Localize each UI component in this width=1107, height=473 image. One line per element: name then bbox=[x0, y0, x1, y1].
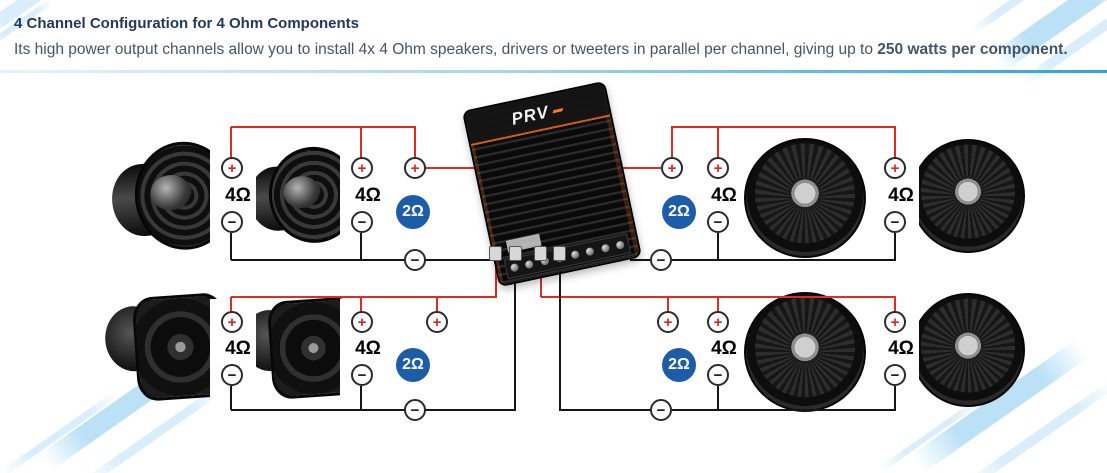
negative-wire-segment bbox=[230, 386, 232, 410]
positive-terminal: + bbox=[707, 157, 729, 179]
channel-impedance-badge: 2Ω bbox=[396, 195, 430, 229]
channel-impedance-badge: 2Ω bbox=[396, 348, 430, 382]
negative-wire-segment bbox=[630, 259, 896, 261]
positive-terminal: + bbox=[351, 157, 373, 179]
negative-terminal: − bbox=[884, 364, 906, 386]
positive-terminal: + bbox=[884, 157, 906, 179]
amplifier-brand-text: PRV bbox=[509, 102, 551, 129]
positive-wire-segment bbox=[231, 296, 497, 298]
positive-wire-segment bbox=[360, 297, 362, 312]
speaker-impedance-label: 4Ω bbox=[888, 338, 914, 359]
negative-terminal: − bbox=[221, 211, 243, 233]
positive-terminal: + bbox=[221, 157, 243, 179]
negative-wire-segment bbox=[360, 233, 362, 260]
negative-terminal: − bbox=[650, 249, 672, 271]
negative-terminal: − bbox=[707, 364, 729, 386]
negative-wire-segment bbox=[231, 259, 500, 261]
speaker-wire-plug bbox=[553, 246, 566, 261]
woofer bbox=[744, 292, 866, 412]
negative-wire-segment bbox=[717, 233, 719, 260]
page-subtitle: Its high power output channels allow you… bbox=[14, 41, 1068, 59]
decor-stripe bbox=[968, 0, 1072, 36]
screw-terminal-icon bbox=[570, 250, 580, 260]
negative-wire-segment bbox=[360, 386, 362, 410]
positive-terminal: + bbox=[351, 311, 373, 333]
negative-terminal: − bbox=[221, 364, 243, 386]
header-divider bbox=[0, 70, 1107, 73]
positive-terminal: + bbox=[404, 157, 426, 179]
speaker-wire-plug bbox=[489, 246, 502, 261]
speaker-impedance-label: 4Ω bbox=[888, 185, 914, 206]
negative-terminal: − bbox=[351, 211, 373, 233]
subtitle-bold-text: 250 watts per component. bbox=[877, 41, 1068, 58]
speaker-impedance-label: 4Ω bbox=[355, 185, 381, 206]
positive-wire-segment bbox=[894, 297, 896, 312]
amplifier-brand-logo: PRV bbox=[466, 90, 609, 139]
screw-terminal-icon bbox=[524, 259, 535, 270]
positive-wire-segment bbox=[618, 167, 662, 169]
negative-wire-segment bbox=[514, 252, 516, 410]
screw-terminal-icon bbox=[509, 262, 520, 273]
negative-wire-segment bbox=[717, 386, 719, 410]
positive-wire-segment bbox=[414, 127, 416, 158]
positive-wire-segment bbox=[671, 127, 673, 158]
woofer bbox=[744, 138, 866, 258]
positive-terminal: + bbox=[426, 311, 448, 333]
speaker-wire-plug bbox=[534, 246, 547, 261]
negative-wire-segment bbox=[894, 386, 896, 410]
positive-wire-segment bbox=[717, 127, 719, 158]
negative-terminal: − bbox=[884, 211, 906, 233]
negative-wire-segment bbox=[559, 409, 896, 411]
positive-terminal: + bbox=[661, 157, 683, 179]
positive-terminal: + bbox=[221, 311, 243, 333]
speaker-impedance-label: 4Ω bbox=[711, 338, 737, 359]
negative-wire-segment bbox=[231, 409, 516, 411]
brand-slash-icon bbox=[552, 108, 564, 114]
page-title: 4 Channel Configuration for 4 Ohm Compon… bbox=[14, 15, 359, 32]
negative-wire-segment bbox=[230, 233, 232, 260]
positive-wire-segment bbox=[231, 126, 416, 128]
subtitle-text: Its high power output channels allow you… bbox=[14, 41, 878, 58]
positive-terminal: + bbox=[884, 311, 906, 333]
positive-wire-segment bbox=[230, 297, 232, 312]
decor-stripe bbox=[0, 390, 120, 473]
channel-impedance-badge: 2Ω bbox=[662, 195, 696, 229]
screw-terminal-icon bbox=[585, 246, 595, 257]
screw-terminal-icon bbox=[615, 240, 625, 250]
positive-wire-segment bbox=[717, 297, 719, 312]
channel-impedance-badge: 2Ω bbox=[662, 348, 696, 382]
positive-wire-segment bbox=[425, 167, 478, 169]
positive-terminal: + bbox=[657, 311, 679, 333]
woofer bbox=[911, 293, 1025, 407]
negative-terminal: − bbox=[650, 399, 672, 421]
positive-terminal: + bbox=[707, 311, 729, 333]
speaker-impedance-label: 4Ω bbox=[711, 185, 737, 206]
decor-stripe bbox=[992, 0, 1107, 72]
speaker-impedance-label: 4Ω bbox=[225, 185, 251, 206]
negative-wire-segment bbox=[894, 233, 896, 260]
positive-wire-segment bbox=[436, 297, 438, 312]
negative-terminal: − bbox=[351, 364, 373, 386]
negative-terminal: − bbox=[404, 249, 426, 271]
positive-wire-segment bbox=[671, 126, 896, 128]
speaker-impedance-label: 4Ω bbox=[355, 338, 381, 359]
positive-wire-segment bbox=[360, 127, 362, 158]
negative-terminal: − bbox=[404, 399, 426, 421]
speaker-impedance-label: 4Ω bbox=[225, 338, 251, 359]
screw-terminal-icon bbox=[600, 243, 610, 254]
negative-terminal: − bbox=[707, 211, 729, 233]
negative-wire-segment bbox=[559, 252, 561, 410]
positive-wire-segment bbox=[230, 127, 232, 158]
positive-wire-segment bbox=[894, 127, 896, 158]
speaker-wire-plug bbox=[509, 246, 522, 261]
woofer bbox=[911, 139, 1025, 253]
positive-wire-segment bbox=[667, 297, 669, 312]
